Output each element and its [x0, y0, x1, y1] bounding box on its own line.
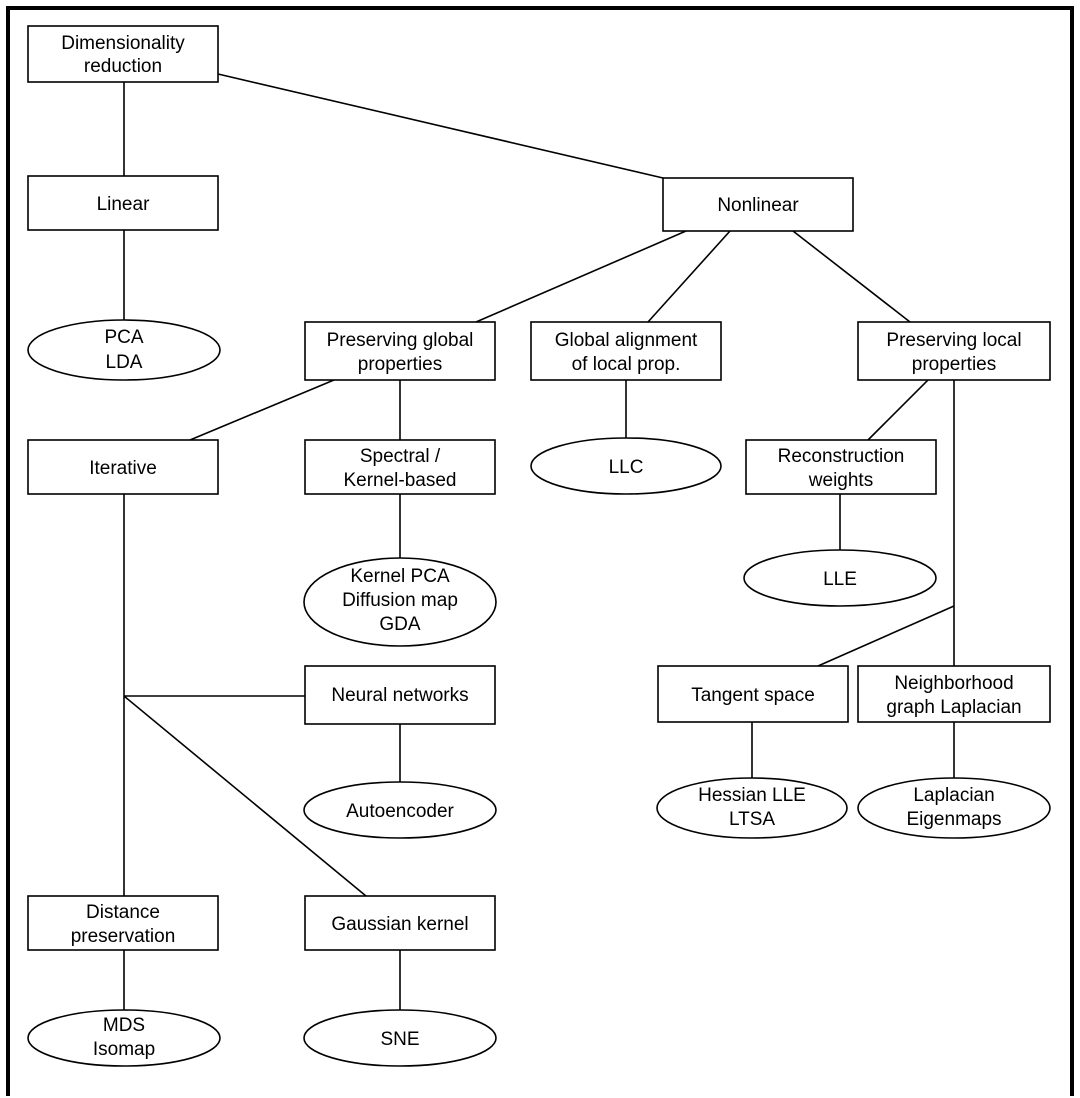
page-frame: [6, 6, 1074, 1096]
node-linear-label: Linear: [97, 194, 150, 215]
node-iterative: Iterative: [27, 439, 219, 495]
node-lle-label: LLE: [823, 569, 857, 590]
node-global-alignment: Global alignment of local prop.: [530, 321, 722, 381]
node-laplacian-eigenmaps-line-2: Eigenmaps: [906, 809, 1001, 830]
node-laplacian-eigenmaps: Laplacian Eigenmaps: [857, 777, 1051, 839]
node-autoencoder-label: Autoencoder: [346, 801, 454, 822]
node-hessian-ltsa: Hessian LLE LTSA: [656, 777, 848, 839]
node-distance-preservation: Distance preservation: [27, 895, 219, 951]
node-neural-networks-label: Neural networks: [331, 685, 468, 706]
node-reconstruction-weights: Reconstruction weights: [745, 439, 937, 495]
node-hessian-ltsa-line-2: LTSA: [729, 809, 775, 830]
node-neighborhood-graph: Neighborhood graph Laplacian: [857, 665, 1051, 723]
edge-trunk-gaussian: [123, 695, 367, 897]
edge-root-nonlinear: [217, 73, 664, 179]
node-sne-label: SNE: [380, 1029, 419, 1050]
node-distance-preservation-line-1: Distance: [86, 902, 160, 923]
node-mds-isomap-line-2: Isomap: [93, 1039, 155, 1060]
node-tangent-space-label: Tangent space: [691, 685, 815, 706]
node-preserving-global-line-1: Preserving global: [327, 330, 474, 351]
node-iterative-label: Iterative: [89, 458, 157, 479]
edge-nonlinear-alignment: [647, 230, 731, 323]
node-preserving-global-line-2: properties: [358, 354, 443, 375]
node-tangent-space: Tangent space: [657, 665, 849, 723]
node-preserving-local-line-2: properties: [912, 354, 997, 375]
node-kernel-methods: Kernel PCA Diffusion map GDA: [303, 557, 497, 647]
node-dimensionality-reduction-line-1: Dimensionality: [61, 33, 185, 54]
edge-nonlinear-global: [475, 230, 687, 323]
node-autoencoder: Autoencoder: [303, 781, 497, 839]
node-llc: LLC: [530, 437, 722, 495]
node-lle: LLE: [743, 549, 937, 607]
node-hessian-ltsa-line-1: Hessian LLE: [698, 785, 806, 806]
node-linear: Linear: [27, 175, 219, 231]
node-mds-isomap: MDS Isomap: [27, 1009, 221, 1067]
node-neural-networks: Neural networks: [304, 665, 496, 725]
edge-nonlinear-local: [792, 230, 911, 323]
node-nonlinear-label: Nonlinear: [717, 195, 799, 216]
node-reconstruction-weights-line-1: Reconstruction: [778, 446, 905, 467]
edge-trunk-tangent: [817, 605, 955, 667]
edges: [123, 73, 955, 1012]
node-gaussian-kernel-label: Gaussian kernel: [331, 914, 468, 935]
node-spectral-kernel: Spectral / Kernel-based: [304, 439, 496, 495]
node-dimensionality-reduction: Dimensionality reduction: [27, 25, 219, 83]
node-preserving-global: Preserving global properties: [304, 321, 496, 381]
node-pca-lda: PCA LDA: [27, 319, 221, 381]
node-pca-lda-line-2: LDA: [106, 352, 143, 373]
node-preserving-local: Preserving local properties: [857, 321, 1051, 381]
edge-local-reconstruction: [867, 379, 929, 441]
node-preserving-local-line-1: Preserving local: [886, 330, 1021, 351]
edge-global-iterative: [189, 379, 335, 441]
nodes: Dimensionality reduction Linear Nonlinea…: [27, 25, 1051, 1067]
node-gaussian-kernel: Gaussian kernel: [304, 895, 496, 951]
node-spectral-kernel-line-1: Spectral /: [360, 446, 441, 467]
node-kernel-methods-line-1: Kernel PCA: [350, 566, 450, 587]
node-dimensionality-reduction-line-2: reduction: [84, 56, 162, 77]
node-nonlinear: Nonlinear: [662, 177, 854, 232]
node-global-alignment-line-1: Global alignment: [555, 330, 698, 351]
node-neighborhood-graph-line-1: Neighborhood: [894, 673, 1013, 694]
node-reconstruction-weights-line-2: weights: [808, 470, 873, 491]
node-sne: SNE: [303, 1009, 497, 1067]
node-neighborhood-graph-line-2: graph Laplacian: [886, 697, 1021, 718]
node-laplacian-eigenmaps-line-1: Laplacian: [913, 785, 994, 806]
node-kernel-methods-line-2: Diffusion map: [342, 590, 458, 611]
node-distance-preservation-line-2: preservation: [71, 926, 176, 947]
node-mds-isomap-line-1: MDS: [103, 1015, 145, 1036]
node-llc-label: LLC: [609, 457, 644, 478]
node-global-alignment-line-2: of local prop.: [572, 354, 681, 375]
node-kernel-methods-line-3: GDA: [379, 614, 421, 635]
node-pca-lda-line-1: PCA: [104, 327, 143, 348]
node-spectral-kernel-line-2: Kernel-based: [343, 470, 456, 491]
